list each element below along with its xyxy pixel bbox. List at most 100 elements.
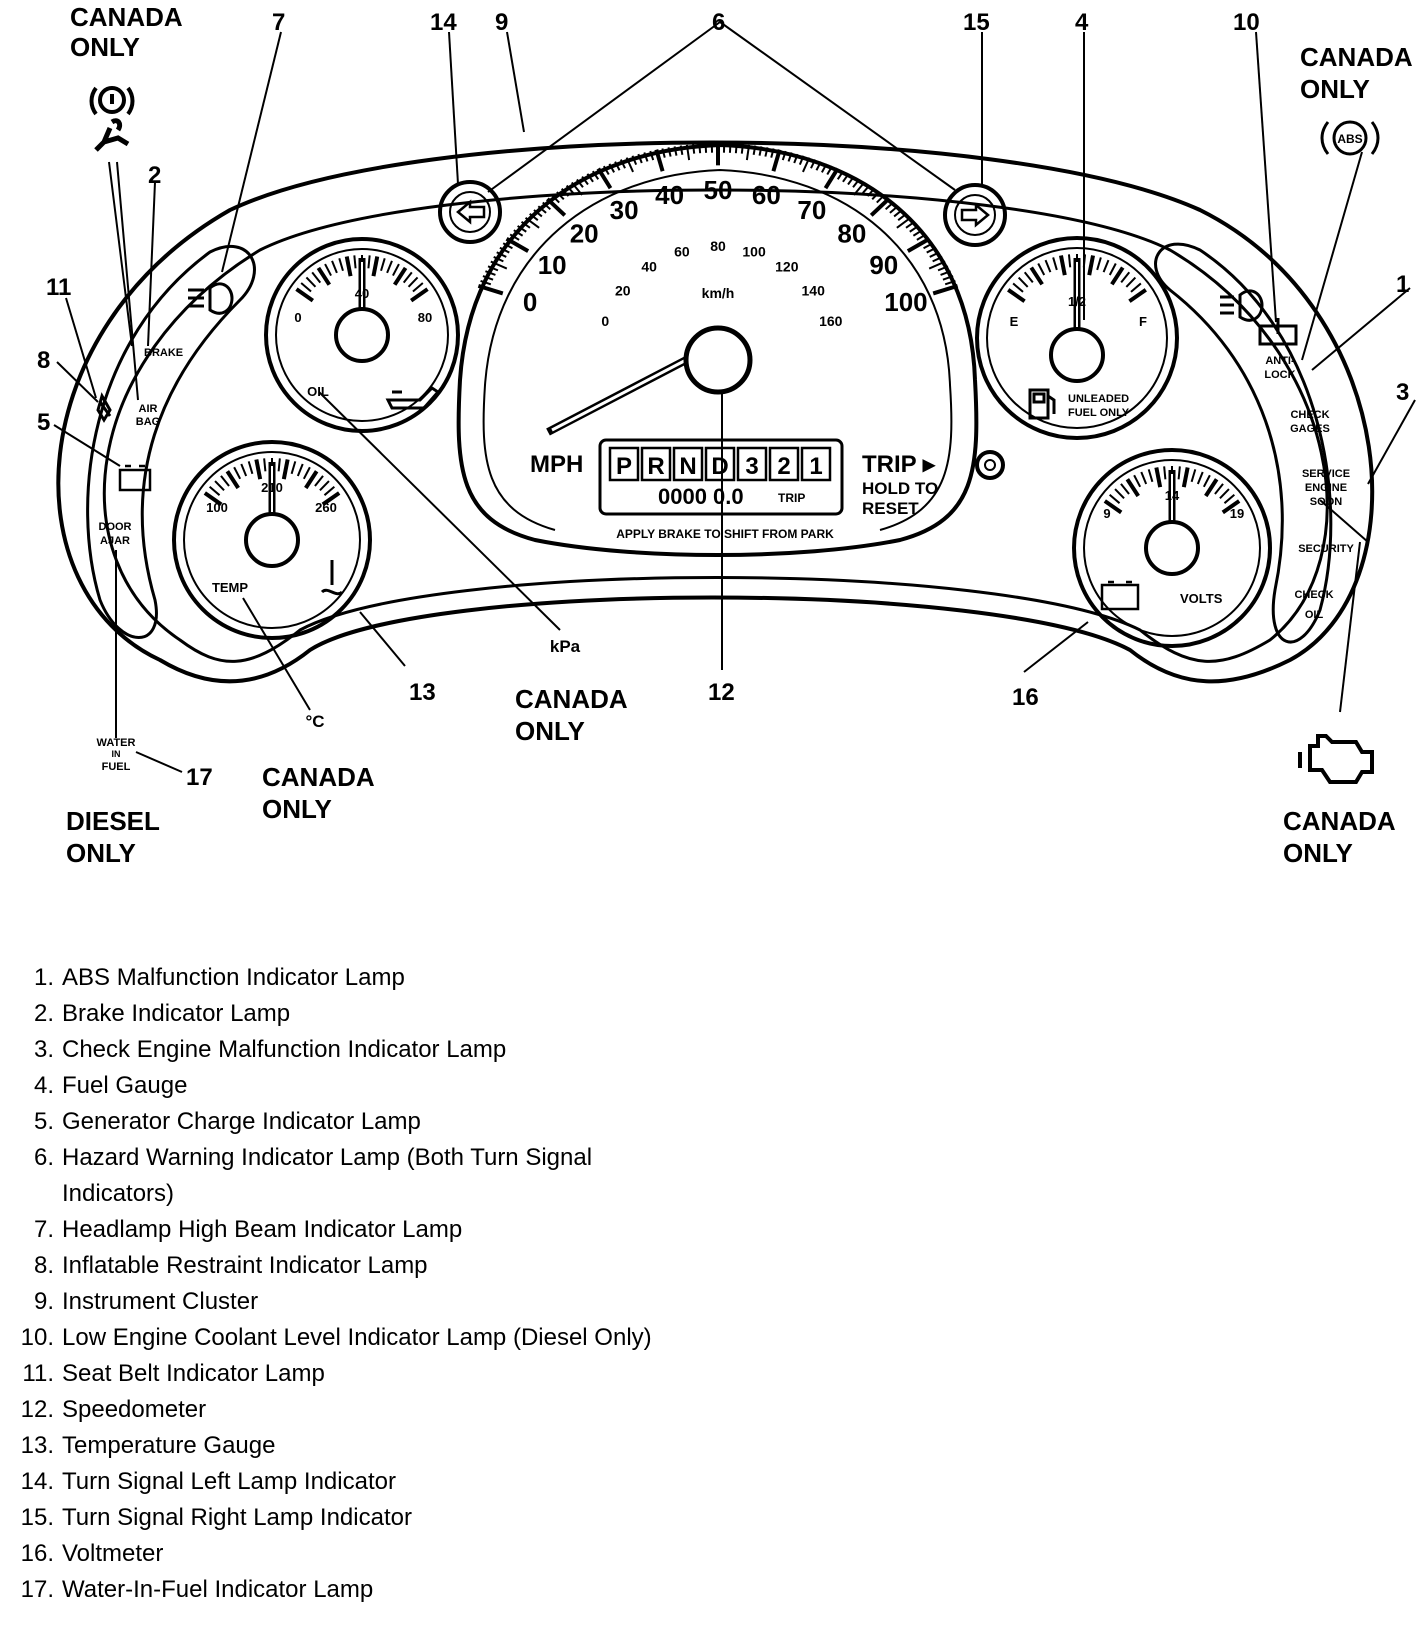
speed-tick: [596, 167, 613, 190]
gauge-tick: [1154, 467, 1163, 488]
gauge-tick: [393, 266, 408, 286]
speed-tick: [884, 201, 894, 211]
gauge-tick: [1130, 282, 1142, 293]
gauge-tick: [1140, 471, 1148, 485]
check-engine-icon: [1298, 734, 1374, 784]
callout-9: 9: [495, 9, 508, 36]
gauge-tick: [392, 263, 400, 277]
kmh-tick-label: 60: [674, 243, 690, 259]
temperature-gauge: 100 210 260 TEMP: [172, 440, 372, 640]
brake-lamp-label: BRAKE: [144, 347, 183, 359]
gauge-tick: [1017, 276, 1029, 288]
legend-item-number: 10.: [20, 1324, 54, 1351]
gauge-tick: [277, 458, 281, 472]
gauge-tick: [371, 256, 380, 277]
callout-15: 15: [963, 9, 990, 36]
speed-tick: [842, 173, 850, 183]
speed-tick: [869, 197, 891, 217]
legend-item: 9.Instrument Cluster: [8, 1284, 708, 1320]
speed-tick: [673, 146, 678, 156]
speed-tick: [480, 279, 492, 286]
callout-16: 16: [1012, 684, 1039, 711]
speed-tick: [643, 152, 649, 162]
speed-tick: [942, 275, 954, 281]
gauge-tick: [386, 260, 393, 274]
speed-tick: [529, 213, 539, 221]
kmh-tick-label: 120: [775, 259, 799, 275]
coolant-thermometer-icon: [320, 560, 344, 596]
speed-tick: [810, 159, 817, 169]
diesel-only-note-line1: DIESEL: [66, 806, 160, 836]
legend-item-text: Temperature Gauge: [62, 1432, 276, 1459]
fuel-full-label: F: [1139, 314, 1147, 329]
gauge-tick: [240, 463, 248, 477]
kmh-tick-label: 140: [802, 283, 826, 299]
speedometer-hub: [683, 325, 753, 395]
gauge-tick: [281, 459, 290, 480]
legend-item-number: 13.: [20, 1432, 54, 1459]
legend-item-text: Voltmeter: [62, 1540, 164, 1567]
callout-6: 6: [712, 9, 725, 36]
speed-tick: [581, 175, 589, 186]
speed-tick: [764, 147, 769, 157]
legend-item: 13. Temperature Gauge: [8, 1428, 708, 1464]
gauge-tick: [1163, 466, 1167, 480]
gauge-tick: [1029, 266, 1044, 286]
fuel-pump-icon: [1028, 388, 1056, 420]
temp-mid-label: 210: [261, 480, 283, 495]
canada-only-note-5-line1: CANADA: [1283, 806, 1396, 836]
canada-only-note-2-line1: CANADA: [1300, 42, 1413, 72]
speed-tick: [685, 144, 691, 161]
speed-tick: [932, 255, 943, 263]
callout-5: 5: [37, 409, 50, 436]
mph-tick-label: 20: [570, 219, 599, 249]
canada-only-note-2-line2: ONLY: [1300, 74, 1370, 104]
gauge-tick: [295, 287, 314, 303]
gauge-tick: [402, 271, 413, 284]
speed-tick: [637, 153, 643, 164]
abs-badge-icon: ABS: [1320, 120, 1380, 156]
fuel-gauge: E 1/2 F UNLEADED FUEL ONLY: [975, 236, 1179, 440]
speed-tick: [836, 170, 845, 180]
mph-tick-label: 70: [797, 195, 826, 225]
service-engine-label-line2: ENGINE: [1305, 482, 1347, 494]
speed-tick: [661, 148, 666, 158]
gauge-tick: [1108, 493, 1121, 504]
gear-box: [768, 446, 800, 482]
gear-letter: D: [711, 453, 728, 480]
seatbelt-icon: [96, 392, 112, 423]
trip-reset-knob-icon: [975, 450, 1005, 480]
legend-item-number: 12.: [20, 1396, 54, 1423]
speed-tick: [499, 246, 510, 254]
speed-tick: [853, 181, 866, 196]
gear-box: [800, 446, 832, 482]
mph-label: MPH: [530, 451, 583, 478]
kmh-tick-label: 160: [819, 313, 843, 329]
canada-only-note-1-line1: CANADA: [70, 2, 183, 32]
legend-item: 3.Check Engine Malfunction Indicator Lam…: [8, 1032, 708, 1068]
speed-tick: [787, 152, 793, 162]
temp-label: TEMP: [212, 580, 248, 595]
canada-only-note-3-line1: CANADA: [515, 684, 628, 714]
hold-to-label: HOLD TO: [862, 479, 938, 498]
gear-box: [640, 446, 672, 482]
gear-box: [704, 446, 736, 482]
gauge-tick: [304, 470, 319, 490]
gauge-tick: [311, 271, 322, 284]
speed-tick: [771, 149, 782, 172]
odometer-trip-label: TRIP: [778, 491, 805, 505]
temp-max-label: 260: [315, 500, 337, 515]
kmh-label: km/h: [702, 285, 735, 301]
legend-item: 16.Voltmeter: [8, 1536, 708, 1572]
speed-tick: [533, 209, 543, 218]
legend-item-text: ABS Malfunction Indicator Lamp: [62, 964, 405, 991]
apply-brake-text: APPLY BRAKE TO SHIFT FROM PARK: [616, 527, 834, 541]
speed-tick: [909, 225, 919, 233]
legend-item: 17.Water-In-Fuel Indicator Lamp: [8, 1572, 708, 1608]
gauge-tick: [1012, 282, 1024, 293]
check-gages-label-line2: GAGES: [1290, 423, 1330, 435]
legend-item-text: Brake Indicator Lamp: [62, 1000, 291, 1027]
callout-numbers: 1 2 3 4 5 6 7 8 9 10 11 12 13 14 15 16 1…: [37, 9, 1409, 791]
gauge-tick: [1114, 488, 1125, 500]
